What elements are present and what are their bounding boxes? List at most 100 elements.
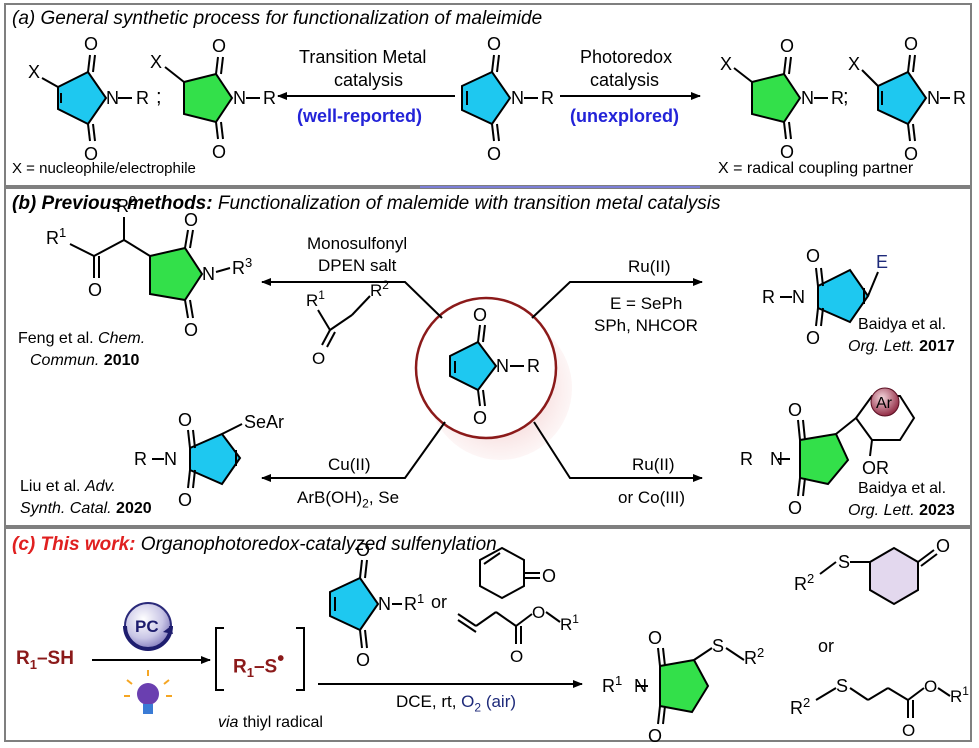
o-label-cm-bot: O — [356, 650, 370, 670]
product-br — [778, 395, 916, 497]
via-rest: thiyl radical — [238, 714, 323, 731]
o-label-tl-ketone: O — [88, 280, 102, 300]
r-label-a2: R — [263, 88, 276, 108]
o-label-cm-top: O — [356, 540, 370, 560]
r1-label-ketone: R1 — [306, 288, 325, 310]
product-bl — [152, 423, 243, 489]
maleimide-center-b — [449, 324, 524, 407]
product-tl — [69, 217, 231, 319]
ar-label-br: Ar — [876, 395, 893, 412]
o-label-tl-bot: O — [184, 320, 198, 340]
r2-label-ketone: R2 — [370, 278, 389, 300]
maleimide-x-cyan-right — [861, 54, 950, 142]
r2-label-pc: R2 — [744, 645, 764, 668]
right-arrow-label-1: Photoredox — [580, 47, 673, 67]
right-arrow-label-2: catalysis — [590, 70, 660, 90]
tr-reference-2: Org. Lett. 2017 — [848, 338, 955, 356]
r1-label-pc: R1 — [602, 673, 622, 696]
n-label-bc: N — [496, 356, 509, 376]
br-ref-year: 2023 — [914, 502, 955, 519]
bracket-left — [215, 627, 224, 691]
o-label-a2-top: O — [212, 36, 226, 56]
pc-arrow-arc — [123, 625, 173, 651]
panel-c-header-red: (c) This work: — [12, 534, 136, 555]
br-ref-journal: Org. Lett. — [848, 502, 915, 519]
separator-left: ; — [156, 86, 162, 108]
r-label-tr: R — [762, 287, 775, 307]
o-label-tr-top: O — [806, 246, 820, 266]
tl-ref-author: Feng et al. — [18, 330, 99, 347]
s-label-cyc: S — [838, 552, 850, 572]
succinimide-x-green-left — [164, 56, 260, 140]
n-label-ac: N — [511, 88, 524, 108]
tl-ref-journal: Chem. — [98, 330, 146, 347]
left-arrow-label-2: catalysis — [334, 70, 404, 90]
o-label-a4-bot: O — [904, 144, 918, 164]
o-label-pc-top: O — [648, 628, 662, 648]
o-label-tl-top: O — [184, 210, 198, 230]
product-c-ester — [815, 687, 951, 718]
r3-label-tl: R3 — [232, 255, 252, 278]
or-label-1: or — [431, 592, 448, 612]
tl-reagent-2: DPEN salt — [318, 256, 397, 275]
tr-ref-journal: Org. Lett. — [848, 338, 915, 355]
tr-reagent-3: SPh, NHCOR — [594, 316, 698, 335]
arrow-bl — [261, 421, 446, 482]
bl-reagent-2: ArB(OH)2, Se — [297, 488, 400, 511]
pc-label: PC — [135, 617, 159, 636]
o-label-a2-bot: O — [212, 142, 226, 162]
panel-c-header-rest: Organophotoredox-catalyzed sulfenylation — [135, 534, 497, 555]
tr-reagent-1: Ru(II) — [628, 257, 671, 276]
n-label-tl: N — [202, 264, 215, 284]
bl-reference-2: Synth. Catal. 2020 — [20, 500, 152, 518]
panel-b-header-bold: (b) Previous methods: — [12, 193, 213, 214]
substrate-thiol: R1–SH — [16, 648, 74, 672]
left-caption: X = nucleophile/electrophile — [12, 160, 196, 177]
o-label-bl-top: O — [178, 410, 192, 430]
maleimide-center-a — [461, 54, 538, 142]
succinimide-x-green-right — [733, 56, 828, 140]
o-label-ester: O — [532, 603, 545, 622]
tl-reference-2: Commun. 2010 — [30, 352, 139, 370]
r1-label-ester2: R1 — [950, 684, 969, 706]
arrow-br — [533, 421, 703, 482]
tr-ref-year: 2017 — [914, 338, 955, 355]
n-label-a3: N — [801, 88, 814, 108]
o-label-ester2-carbonyl: O — [902, 721, 915, 740]
o-label-tr-bot: O — [806, 328, 820, 348]
ketone-reagent — [317, 295, 371, 348]
bl-reagent-1: Cu(II) — [328, 455, 371, 474]
panel-a-header: (a) General synthetic process for functi… — [12, 8, 543, 29]
bl-ref-journal: Adv. — [84, 478, 116, 495]
tr-reagent-2: E = SePh — [610, 294, 683, 313]
bl-ref-journal-2: Synth. Catal. — [20, 500, 112, 517]
br-reagent-2: or Co(III) — [618, 488, 686, 507]
e-label-tr: E — [876, 252, 888, 272]
tl-ref-year: 2010 — [99, 352, 140, 369]
o-label-enone: O — [542, 566, 556, 586]
r-label-bl: R — [134, 449, 147, 469]
right-arrow-note: (unexplored) — [570, 106, 680, 126]
pc-arc-head — [163, 626, 173, 634]
or-label-2: or — [818, 636, 835, 656]
n-label-br: N — [770, 449, 783, 469]
conditions-label: DCE, rt, O2 (air) — [396, 692, 516, 714]
o-label-ac-bot: O — [487, 144, 501, 164]
bl-reference-1: Liu et al. Adv. — [20, 478, 116, 496]
o-label-ester-carbonyl: O — [510, 647, 523, 666]
cyclohexenone — [479, 546, 540, 600]
br-reagent-1: Ru(II) — [632, 455, 675, 474]
acrylate — [457, 611, 561, 644]
panel-c — [4, 527, 972, 742]
r2-label-cyc: R2 — [794, 571, 814, 594]
o-label-a3-top: O — [780, 36, 794, 56]
tl-reagent-1: Monosulfonyl — [307, 234, 408, 253]
sear-label-bl: SeAr — [244, 412, 284, 432]
separator-right: ; — [843, 86, 849, 108]
r1-label-tl: R1 — [46, 225, 66, 248]
conditions-a: DCE, rt, — [396, 692, 462, 711]
n-label-a4: N — [927, 88, 940, 108]
or-label-br: OR — [862, 458, 889, 478]
o-label-a1-bot: O — [84, 144, 98, 164]
